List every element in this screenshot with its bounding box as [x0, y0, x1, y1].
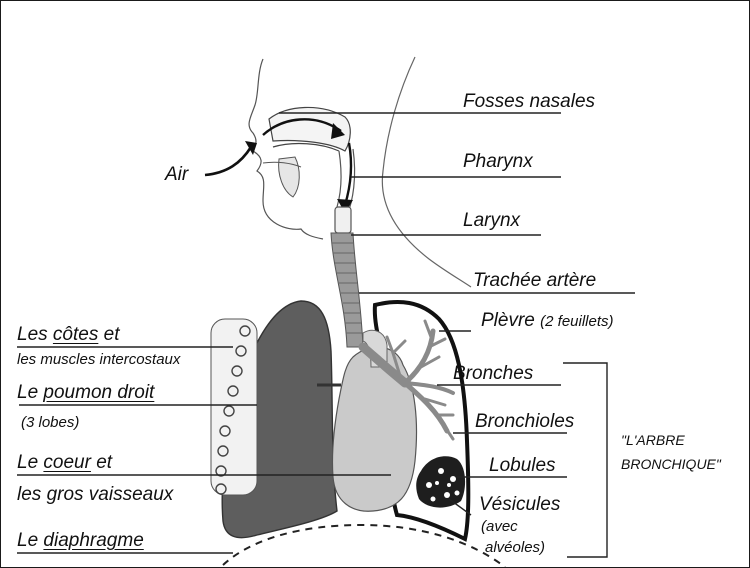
label-diaphragme-underlined: diaphragme [43, 530, 143, 551]
label-coeur-pre: Le [17, 452, 43, 473]
air-arrow-down [345, 143, 351, 205]
label-poumon-pre: Le [17, 382, 43, 403]
label-air: Air [165, 165, 188, 184]
label-vaisseaux: les gros vaisseaux [17, 485, 173, 504]
ribs-column [211, 319, 257, 495]
label-poumon-underlined: poumon droit [43, 382, 154, 403]
label-coeur-underlined: coeur [43, 452, 91, 473]
label-diaphragme: Le diaphragme [17, 531, 144, 550]
label-cotes: Les côtes et [17, 325, 119, 344]
label-larynx: Larynx [463, 211, 520, 230]
trachea [331, 233, 363, 347]
label-diaphragme-pre: Le [17, 530, 43, 551]
heart [332, 347, 416, 511]
label-arbre-2: BRONCHIQUE" [621, 457, 721, 471]
label-coeur-post: et [91, 452, 112, 473]
label-fosses-nasales: Fosses nasales [463, 92, 595, 111]
label-coeur: Le coeur et [17, 453, 112, 472]
label-vesicules: Vésicules [479, 495, 560, 514]
label-cotes-post: et [98, 324, 119, 345]
label-poumon-note: (3 lobes) [21, 415, 79, 430]
label-cotes-underlined: côtes [53, 324, 98, 345]
label-lobules: Lobules [489, 456, 556, 475]
label-vesicules-note-1: (avec [481, 519, 518, 534]
label-bronchioles: Bronchioles [475, 412, 574, 431]
label-plevre-text: Plèvre [481, 310, 535, 331]
label-vesicules-note-2: alvéoles) [485, 540, 545, 555]
label-plevre: Plèvre (2 feuillets) [481, 311, 614, 330]
label-cotes-pre: Les [17, 324, 53, 345]
label-bronches: Bronches [453, 364, 533, 383]
air-arrow-in [205, 147, 251, 175]
label-arbre-1: "L'ARBRE [621, 433, 685, 447]
neck-back [382, 57, 471, 287]
label-pharynx: Pharynx [463, 152, 533, 171]
larynx-shape [335, 207, 351, 233]
label-poumon: Le poumon droit [17, 383, 154, 402]
label-plevre-note: (2 feuillets) [540, 313, 613, 330]
label-trachee: Trachée artère [473, 271, 596, 290]
label-muscles: les muscles intercostaux [17, 352, 180, 367]
head-profile [249, 59, 323, 239]
